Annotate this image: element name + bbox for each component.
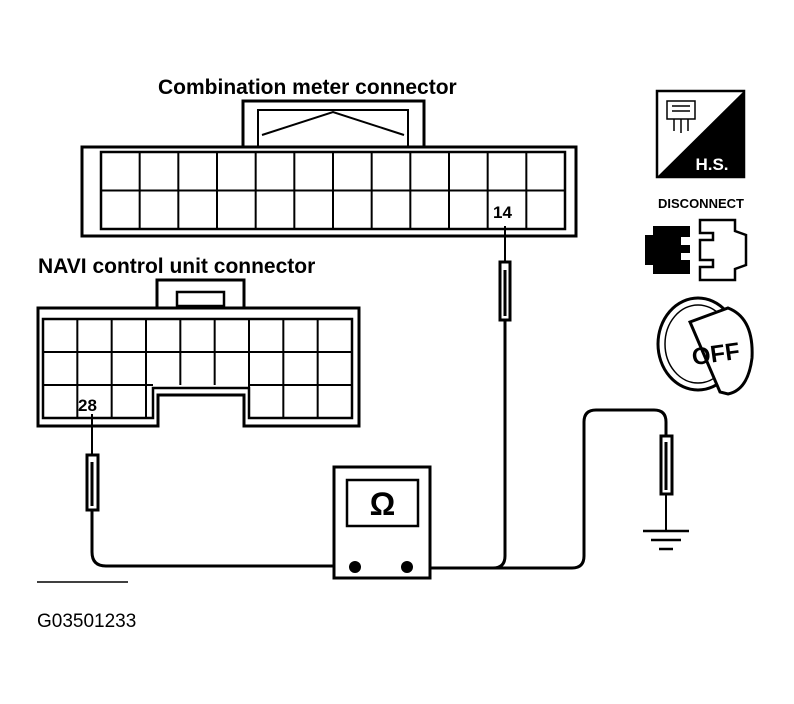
navi-control-unit-connector xyxy=(36,278,361,428)
figure-id: G03501233 xyxy=(37,611,136,632)
probe-pin-14 xyxy=(498,226,512,322)
pin-14-label: 14 xyxy=(493,203,512,222)
ground-icon xyxy=(643,529,689,551)
combination-meter-connector xyxy=(80,99,578,238)
meter-terminal-negative xyxy=(349,561,361,573)
ignition-key-off-icon: OFF xyxy=(656,296,754,396)
probe-pin-28 xyxy=(85,414,100,512)
hs-label: H.S. xyxy=(695,155,728,174)
probe-ground xyxy=(659,434,674,530)
disconnect-label: DISCONNECT xyxy=(658,196,744,211)
disconnect-connector-icon: DISCONNECT xyxy=(645,196,748,282)
ignition-off-label: OFF xyxy=(690,338,741,371)
harness-tool-icon: H.S. xyxy=(655,89,746,179)
meter-terminal-positive xyxy=(401,561,413,573)
pin-28-label: 28 xyxy=(78,396,97,415)
combination-meter-connector-label: Combination meter connector xyxy=(158,76,457,99)
navi-control-unit-connector-label: NAVI control unit connector xyxy=(38,255,315,278)
ohmmeter xyxy=(332,465,432,580)
test-leads xyxy=(90,320,668,570)
ohm-symbol: Ω xyxy=(370,486,396,522)
